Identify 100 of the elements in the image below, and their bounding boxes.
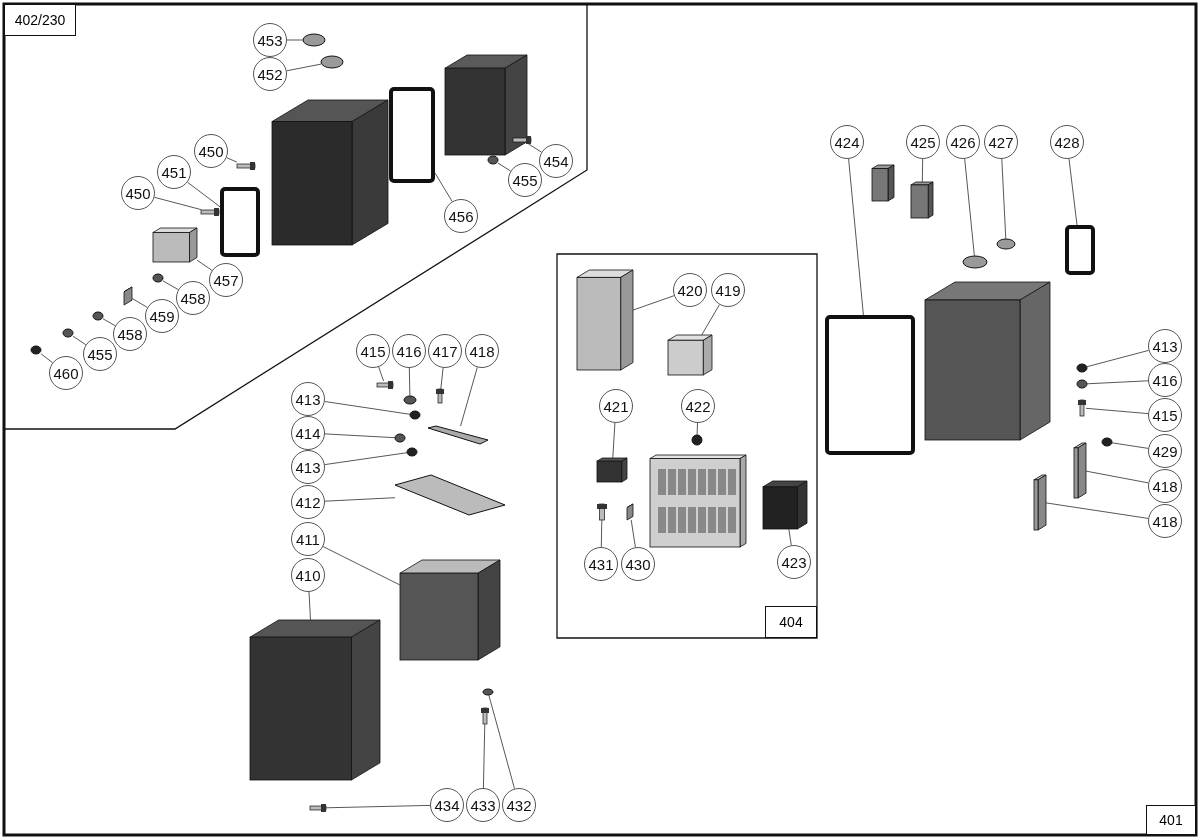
callout-number: 432	[502, 788, 536, 822]
leader-line	[196, 259, 213, 271]
nut-drawing	[1077, 364, 1087, 372]
bracket-drawing	[1074, 442, 1086, 498]
callout-number: 456	[444, 199, 478, 233]
leader-line	[308, 591, 311, 621]
callout-number: 426	[946, 125, 980, 159]
transformer-drawing	[577, 270, 633, 370]
screw-drawing	[597, 504, 607, 520]
callout-number: 425	[906, 125, 940, 159]
leader-line	[1086, 349, 1150, 368]
callout-number: 424	[830, 125, 864, 159]
callout-number: 450	[121, 176, 155, 210]
drawing-frame	[4, 4, 1196, 835]
washer-drawing	[483, 689, 493, 695]
gasket-drawing	[220, 187, 260, 257]
cap-drawing	[303, 34, 325, 46]
leader-line	[153, 196, 202, 211]
leader-line	[488, 694, 515, 790]
callout-number: 452	[253, 57, 287, 91]
leader-line	[440, 367, 444, 390]
cap-drawing	[997, 239, 1015, 249]
leader-line	[408, 367, 411, 397]
leader-line	[324, 452, 408, 466]
callout-number: 413	[291, 450, 325, 484]
leader-line	[434, 172, 453, 202]
callout-number: 413	[291, 382, 325, 416]
screw-drawing	[201, 208, 219, 216]
washer-drawing	[395, 434, 405, 442]
leader-line	[378, 366, 385, 382]
callout-number: 429	[1148, 434, 1182, 468]
callout-number: 418	[1148, 469, 1182, 503]
enclosure-drawing	[250, 620, 380, 780]
leader-line	[1111, 442, 1149, 449]
gasket-drawing	[825, 315, 915, 455]
callout-number: 416	[392, 334, 426, 368]
leader-line	[322, 546, 401, 586]
leader-line	[497, 162, 512, 172]
leader-line	[630, 519, 636, 548]
leader-line	[187, 181, 221, 208]
callout-number: 459	[145, 299, 179, 333]
leader-line	[131, 297, 148, 308]
screw-drawing	[436, 389, 444, 403]
callout-number: 416	[1148, 363, 1182, 397]
sheet-number: 402/230	[4, 4, 76, 36]
nut-drawing	[692, 435, 702, 445]
relay-drawing	[668, 335, 712, 375]
link-drawing	[627, 504, 633, 520]
nut-drawing	[31, 346, 41, 354]
screw-drawing	[377, 381, 393, 389]
callout-number: 412	[291, 485, 325, 519]
callout-number: 455	[83, 337, 117, 371]
callout-number: 411	[291, 522, 325, 556]
screw-drawing	[1078, 400, 1086, 416]
leader-line	[286, 39, 304, 41]
leader-line	[1045, 502, 1149, 519]
leader-line	[72, 335, 87, 346]
callout-number: 430	[621, 547, 655, 581]
callout-number: 460	[49, 356, 83, 390]
washer-drawing	[63, 329, 73, 337]
leader-line	[325, 804, 431, 809]
leader-line	[324, 497, 396, 502]
leader-line	[226, 157, 238, 163]
callout-number: 414	[291, 416, 325, 450]
leader-line	[788, 528, 792, 546]
cap-drawing	[963, 256, 987, 268]
leader-line	[1086, 380, 1149, 385]
callout-number: 418	[465, 334, 499, 368]
leader-line	[1068, 158, 1078, 226]
leader-line	[324, 401, 411, 415]
callout-number: 420	[673, 273, 707, 307]
leader-line	[921, 158, 924, 183]
callout-number: 457	[209, 263, 243, 297]
nut-drawing	[410, 411, 420, 419]
washer-drawing	[93, 312, 103, 320]
callout-number: 451	[157, 155, 191, 189]
callout-number: 413	[1148, 329, 1182, 363]
callout-number: 419	[711, 273, 745, 307]
callout-number: 423	[777, 545, 811, 579]
screw-drawing	[513, 136, 531, 144]
leader-line	[696, 422, 698, 436]
callout-number: 410	[291, 558, 325, 592]
screw-drawing	[481, 708, 489, 724]
cable-gland-drawing	[911, 182, 933, 218]
leader-line	[482, 723, 486, 789]
callout-number: 458	[176, 281, 210, 315]
callout-number: 450	[194, 134, 228, 168]
callout-number: 434	[430, 788, 464, 822]
leader-line	[964, 158, 975, 257]
callout-number: 454	[539, 144, 573, 178]
callout-number: 431	[584, 547, 618, 581]
nut-drawing	[1102, 438, 1112, 446]
leader-line	[324, 433, 396, 439]
leader-line	[162, 280, 179, 291]
callout-number: 418	[1148, 504, 1182, 538]
leader-line	[632, 295, 675, 311]
nut-drawing	[407, 448, 417, 456]
plate-drawing	[395, 475, 505, 515]
callout-number: 453	[253, 23, 287, 57]
callout-number: 421	[599, 389, 633, 423]
